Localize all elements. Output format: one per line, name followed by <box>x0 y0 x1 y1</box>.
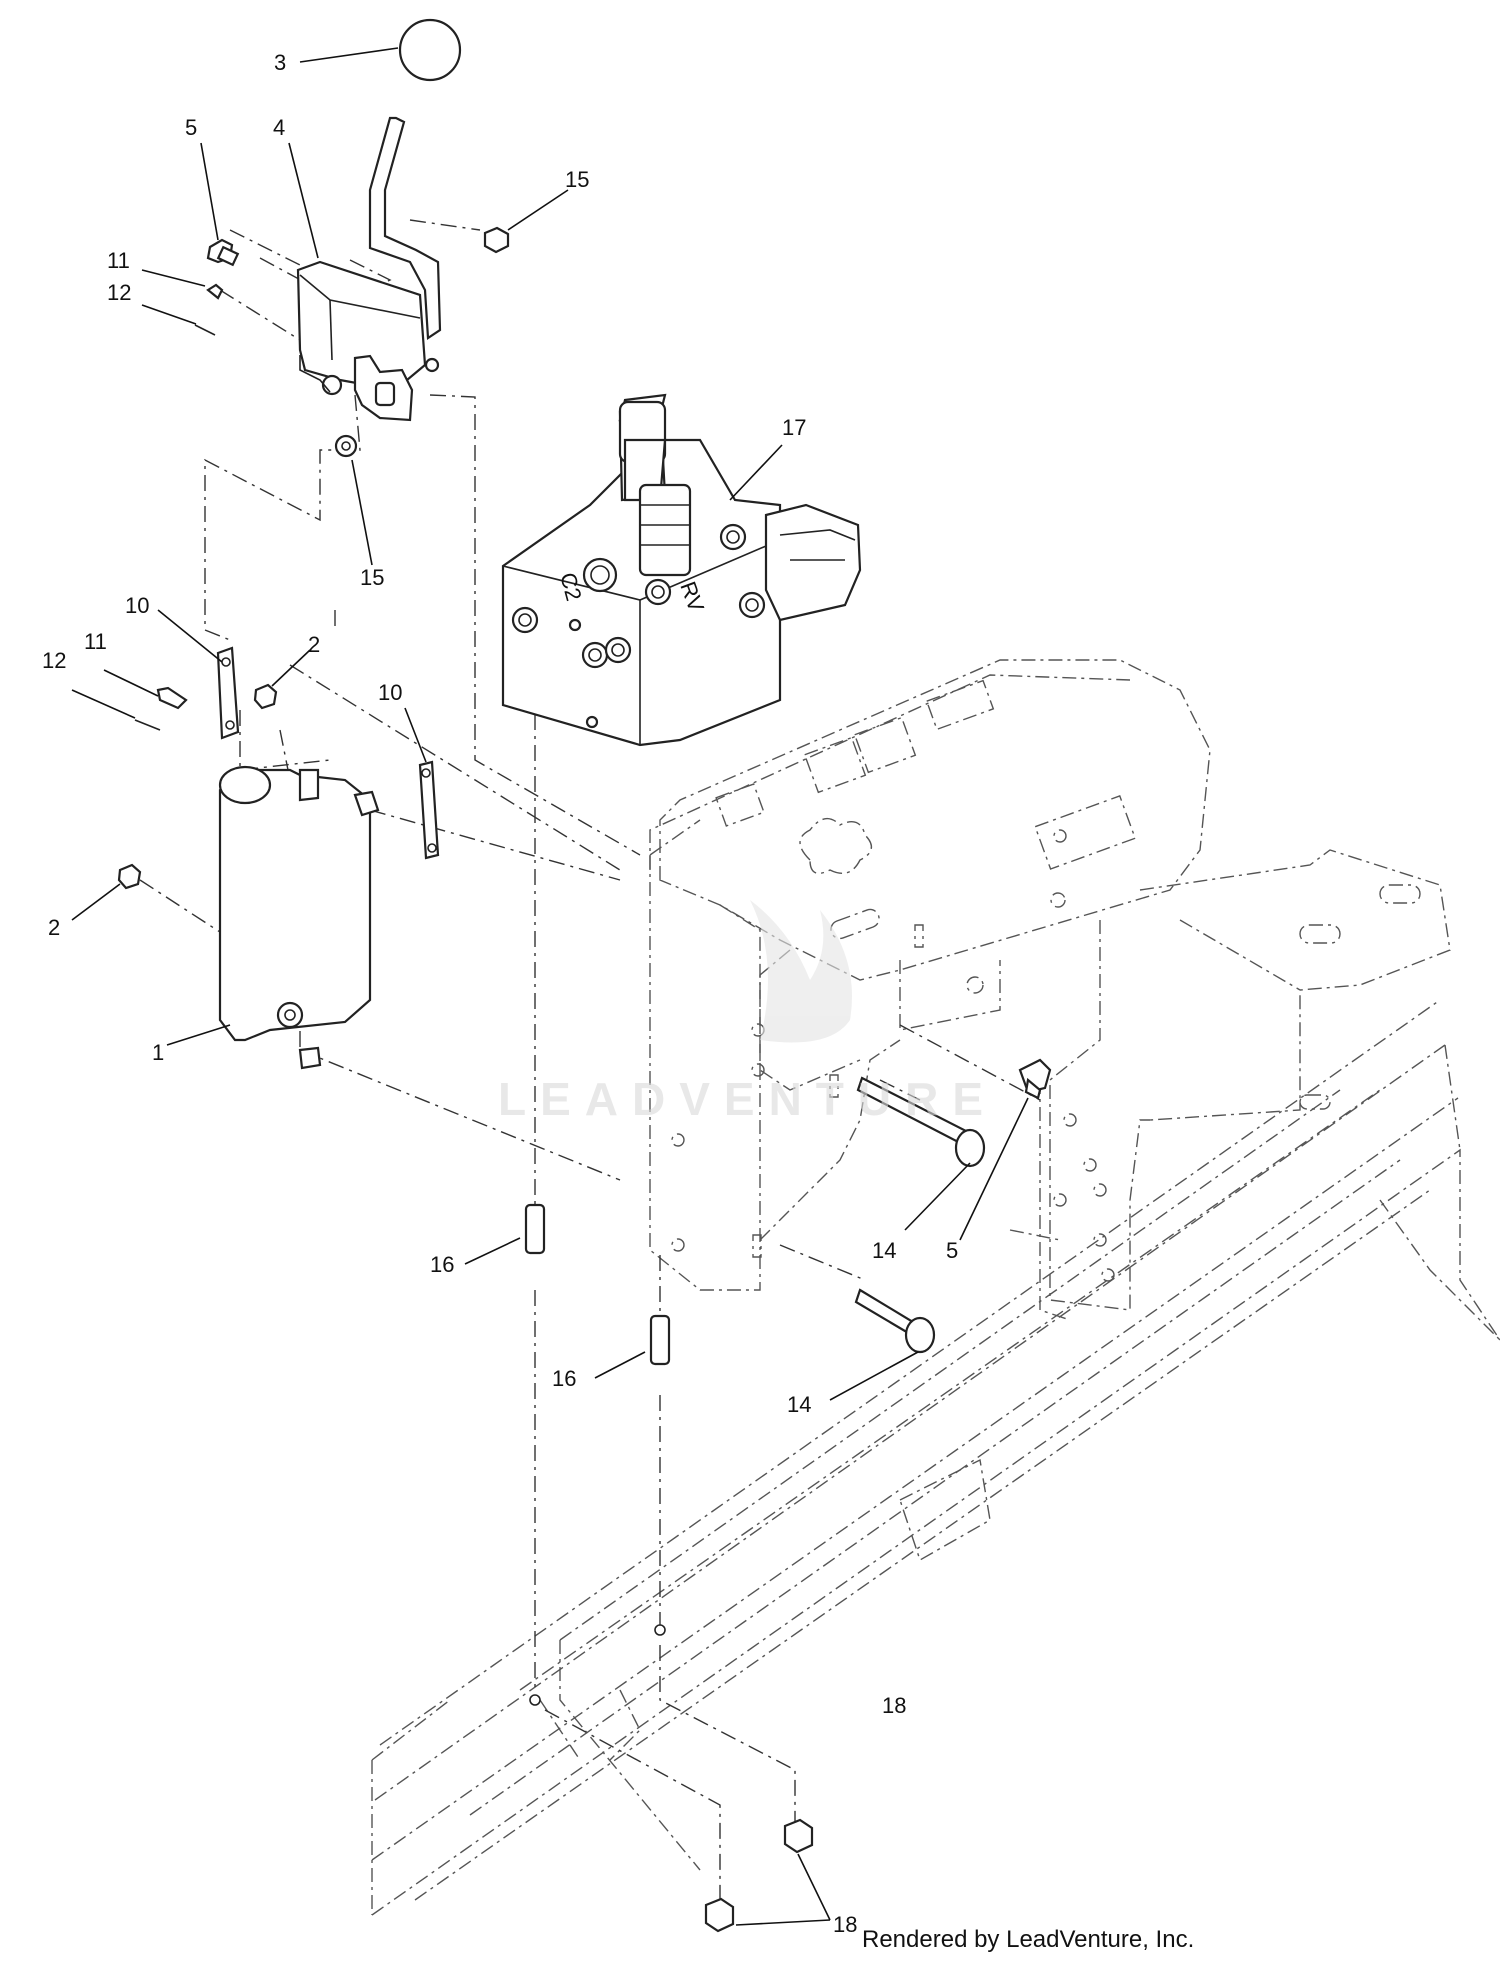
control-panel <box>649 659 1451 1321</box>
linkage-parts <box>117 646 440 890</box>
callout-16-lower: 16 <box>552 1366 576 1391</box>
callout-15-lower: 15 <box>360 565 384 590</box>
callout-2-lower: 2 <box>48 915 60 940</box>
callout-10-left: 10 <box>125 593 149 618</box>
callout-5-upper: 5 <box>185 115 197 140</box>
callout-5-lower: 5 <box>946 1238 958 1263</box>
callout-11-upper: 11 <box>107 248 130 273</box>
reservoir <box>218 765 380 1070</box>
watermark-text: LEADVENTURE <box>498 1073 997 1125</box>
callout-2-upper: 2 <box>308 632 320 657</box>
mounting-bracket <box>649 819 924 1291</box>
callout-16-upper: 16 <box>430 1252 454 1277</box>
callout-12-lower: 12 <box>42 648 66 673</box>
bracket-hardware <box>524 1058 1052 1933</box>
callout-12-upper: 12 <box>107 280 131 305</box>
valve-block: C2 RV <box>501 393 862 747</box>
callout-10-right: 10 <box>378 680 402 705</box>
callout-11-lower: 11 <box>84 629 107 654</box>
frame-rail <box>371 999 1500 1916</box>
callout-15-upper: 15 <box>565 167 589 192</box>
callout-labels: 3 5 4 15 11 12 17 15 10 2 12 11 10 2 1 1… <box>42 50 958 1937</box>
render-credit: Rendered by LeadVenture, Inc. <box>862 1926 1195 1953</box>
leader-lines <box>71 47 1029 1926</box>
callout-4: 4 <box>273 115 285 140</box>
callout-14-lower: 14 <box>787 1392 811 1417</box>
callout-3: 3 <box>274 50 286 75</box>
callout-14-upper: 14 <box>872 1238 896 1263</box>
watermark: LEADVENTURE <box>498 900 997 1125</box>
callout-17: 17 <box>782 415 806 440</box>
callout-18-frame: 18 <box>882 1693 906 1718</box>
handle-hardware <box>194 226 510 458</box>
callout-18-nuts: 18 <box>833 1912 857 1937</box>
callout-1: 1 <box>152 1040 164 1065</box>
assembly-lines <box>139 219 1041 1915</box>
shift-handle <box>296 18 462 422</box>
